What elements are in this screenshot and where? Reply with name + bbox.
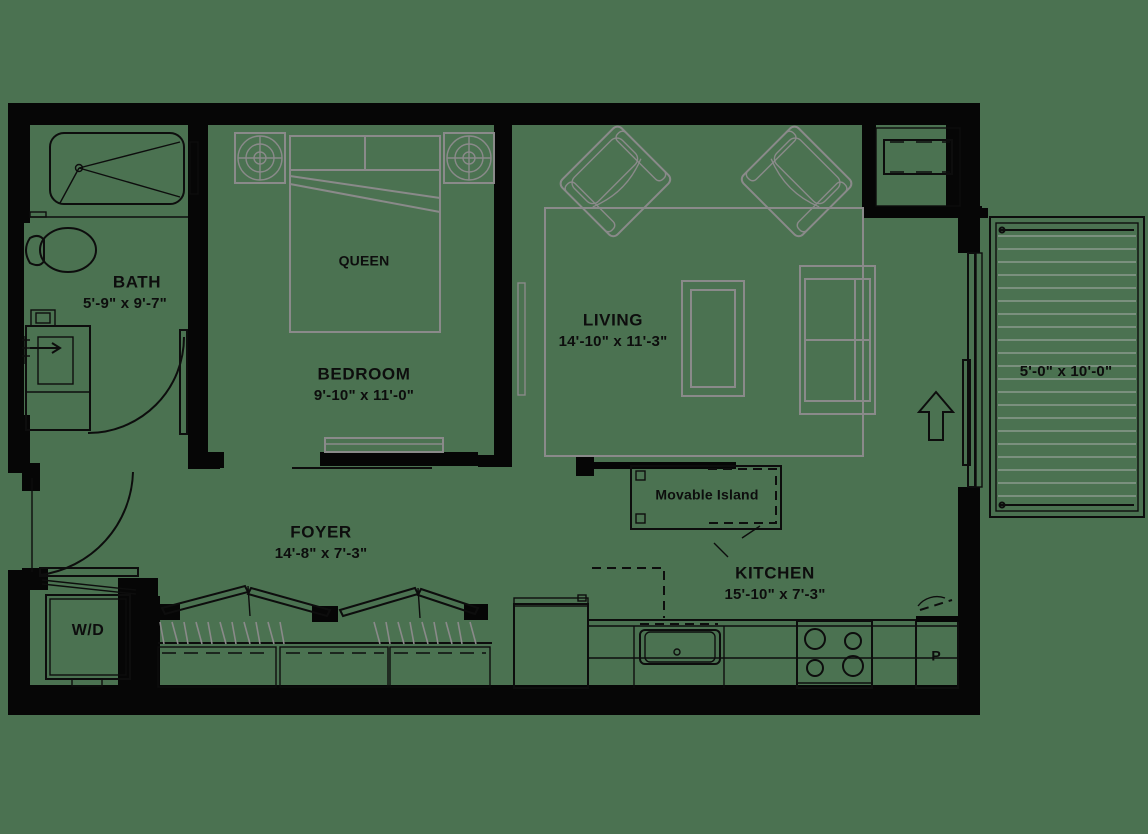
pantry-cabinet-icon [915, 595, 960, 689]
pantry-label: P [931, 648, 940, 664]
entry-direction-arrow-icon [916, 390, 956, 441]
balcony-dimensions: 5'-0" x 10'-0" [1020, 363, 1113, 380]
wall-openings [189, 141, 526, 396]
bath-dimensions: 5'-9" x 9'-7" [83, 295, 167, 312]
sofa-icon [799, 265, 876, 415]
armchair-right [740, 125, 853, 238]
foyer-label: FOYER [290, 522, 352, 541]
entry-door[interactable] [31, 471, 139, 595]
structural-walls [8, 103, 988, 715]
bath-door-swing-icon [87, 329, 188, 435]
living-dimensions: 14'-10" x 11'-3" [559, 333, 668, 350]
room-labels: BATH 5'-9" x 9'-7" BEDROOM 9'-10" x 11'-… [72, 253, 1113, 664]
kitchen-island-icon [630, 465, 782, 558]
bedroom-furniture [234, 132, 495, 469]
washer-dryer-label: W/D [72, 622, 105, 639]
vanity-sink-icon [22, 309, 91, 431]
toilet-icon [25, 227, 97, 273]
movable-island-label: Movable Island [655, 487, 758, 503]
nightstand-left [234, 132, 286, 184]
kitchen-counter [587, 619, 958, 688]
living-furniture [544, 125, 876, 457]
sliding-balcony-door[interactable] [962, 252, 983, 488]
balcony [989, 216, 1145, 518]
armchair-left [559, 125, 672, 238]
bathroom-fixtures [22, 132, 188, 435]
refrigerator-icon [513, 594, 589, 689]
bedroom-dimensions: 9'-10" x 11'-0" [314, 387, 414, 404]
foyer-dimensions: 14'-8" x 7'-3" [275, 545, 368, 562]
bed-size-label: QUEEN [339, 253, 390, 269]
coffee-table-icon [681, 280, 745, 397]
bath-label: BATH [113, 272, 161, 291]
bathtub-icon [49, 132, 185, 205]
kitchen-label: KITCHEN [735, 563, 815, 582]
balcony-deck-boards [998, 235, 1136, 497]
kitchen-dimensions: 15'-10" x 7'-3" [724, 586, 825, 603]
living-label: LIVING [583, 310, 643, 329]
queen-bed-icon [289, 135, 441, 333]
dresser-icon [324, 437, 444, 453]
bedroom-label: BEDROOM [318, 364, 411, 383]
washer-dryer-icon [45, 594, 131, 687]
kitchen-sink-icon [639, 629, 721, 665]
utility-closet [875, 127, 961, 207]
bifold-closet-doors-icon[interactable] [157, 584, 492, 688]
kitchen-fixtures [513, 465, 960, 689]
cooktop-range-icon [796, 620, 873, 689]
nightstand-right [443, 132, 495, 184]
